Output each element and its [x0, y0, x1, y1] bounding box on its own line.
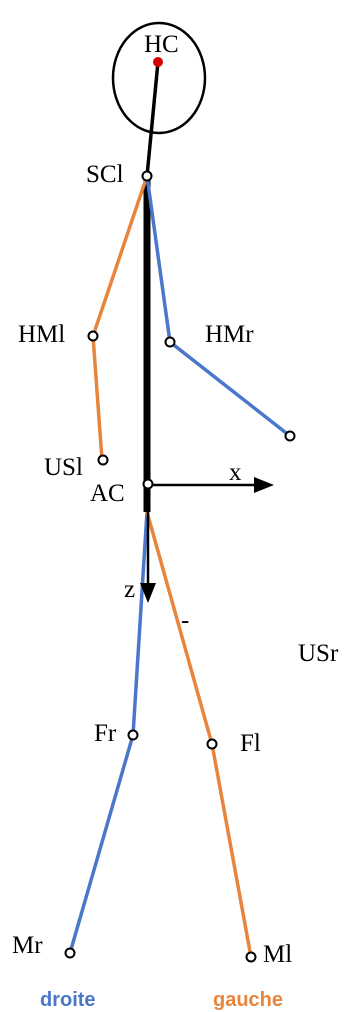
- label-fl: Fl: [240, 730, 261, 757]
- neck-line: [145, 61, 160, 177]
- joint-usr: [284, 430, 296, 442]
- joint-ac: [142, 478, 154, 490]
- joint-hc: [153, 57, 163, 67]
- label-usl: USl: [44, 454, 83, 481]
- legend-gauche: gauche: [213, 989, 283, 1011]
- joint-usl: [97, 454, 109, 466]
- label-fr: Fr: [94, 720, 117, 747]
- label-hmr: HMr: [205, 321, 254, 348]
- joint-hml: [87, 330, 99, 342]
- right-arm-line: [145, 175, 292, 438]
- legend-droite: droite: [40, 989, 96, 1011]
- label-dash: -: [181, 607, 189, 634]
- label-hc: HC: [144, 31, 179, 58]
- z-axis-arrowhead: [140, 583, 156, 603]
- x-axis-arrowhead: [254, 477, 274, 493]
- joint-ml: [245, 951, 257, 963]
- head-outline: [111, 21, 207, 135]
- joint-scl: [141, 170, 153, 182]
- label-usr: USr: [298, 640, 339, 667]
- left-arm-line: [91, 175, 149, 461]
- label-hml: HMl: [18, 321, 65, 348]
- joint-hmr: [164, 336, 176, 348]
- label-scl: SCl: [86, 161, 124, 188]
- joint-fr: [127, 729, 139, 741]
- label-mr: Mr: [12, 932, 43, 959]
- label-z-axis: z: [124, 576, 135, 603]
- joint-mr: [64, 947, 76, 959]
- left-leg-line: [145, 511, 253, 958]
- label-ac: AC: [90, 480, 125, 507]
- label-x-axis: x: [229, 459, 242, 486]
- label-ml: Ml: [263, 941, 292, 968]
- joint-fl: [206, 738, 218, 750]
